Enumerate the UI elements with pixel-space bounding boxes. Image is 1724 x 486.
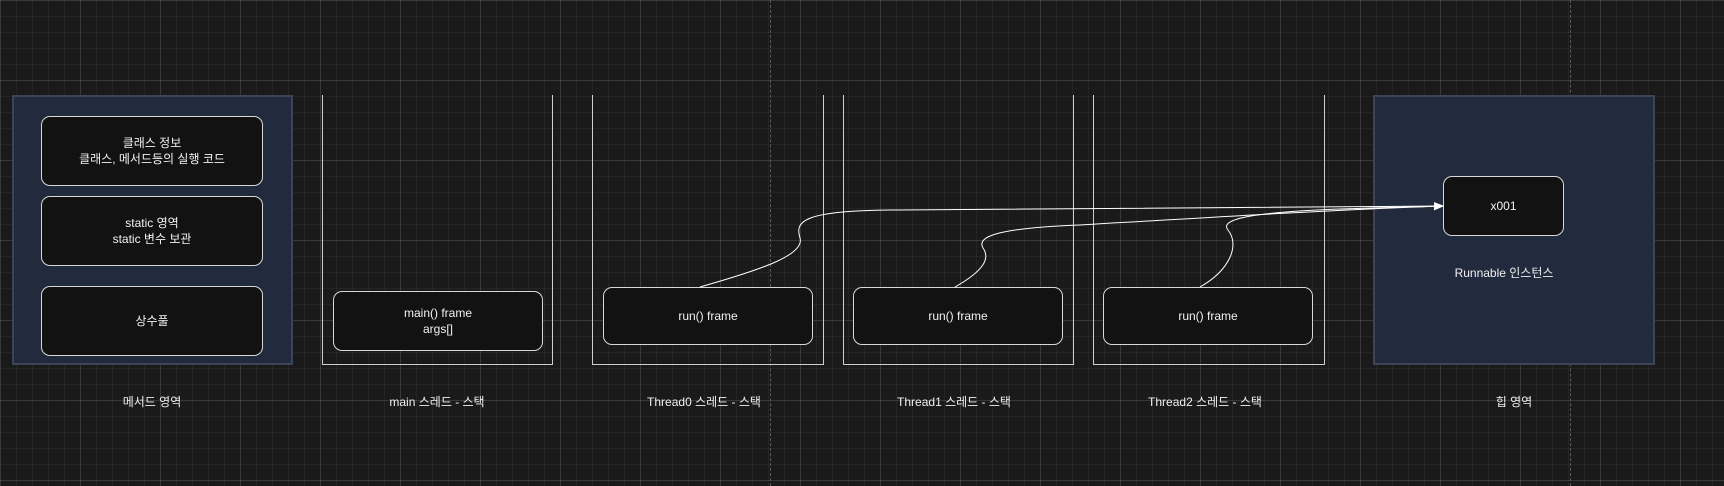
constant-pool-box: 상수풀 [41, 286, 263, 356]
constant-pool-title: 상수풀 [135, 314, 169, 328]
main-stack-label: main 스레드 - 스택 [389, 395, 485, 409]
x001-instance-id: x001 [1490, 199, 1517, 213]
class-info-title: 클래스 정보 [122, 136, 182, 150]
static-area-box: static 영역 static 변수 보관 [41, 196, 263, 266]
thread1-stack-label: Thread1 스레드 - 스택 [897, 395, 1011, 409]
main-frame-title: main() frame [403, 306, 472, 320]
thread1-stack [843, 95, 1074, 365]
main-thread-stack [322, 95, 553, 365]
heap-area-label: 힙 영역 [1495, 395, 1533, 409]
thread1-reference-arrow [954, 202, 1444, 288]
thread2-stack-label: Thread2 스레드 - 스택 [1148, 395, 1262, 409]
thread0-reference-arrow [699, 202, 1444, 288]
thread0-run-frame-box: run() frame [603, 287, 813, 345]
main-frame-box: main() frame args[] [333, 291, 543, 351]
x001-instance-box: x001 [1443, 176, 1564, 236]
heap-area-region [1373, 95, 1655, 365]
thread1-run-frame-title: run() frame [928, 309, 988, 323]
thread2-run-frame-box: run() frame [1103, 287, 1313, 345]
thread2-run-frame-title: run() frame [1178, 309, 1238, 323]
thread0-stack-label: Thread0 스레드 - 스택 [647, 395, 761, 409]
thread2-reference-arrow [1199, 202, 1444, 288]
thread0-stack [592, 95, 824, 365]
class-info-desc: 클래스, 메서드등의 실행 코드 [79, 152, 225, 166]
static-area-title: static 영역 [125, 216, 179, 230]
thread1-run-frame-box: run() frame [853, 287, 1063, 345]
thread0-run-frame-title: run() frame [678, 309, 738, 323]
thread2-stack [1093, 95, 1325, 365]
class-info-box: 클래스 정보 클래스, 메서드등의 실행 코드 [41, 116, 263, 186]
method-area-label: 메서드 영역 [122, 395, 182, 409]
page-divider-left [770, 0, 771, 486]
main-frame-args: args[] [422, 322, 453, 336]
static-area-desc: static 변수 보관 [112, 232, 192, 246]
runnable-instance-caption: Runnable 인스턴스 [1454, 266, 1554, 280]
